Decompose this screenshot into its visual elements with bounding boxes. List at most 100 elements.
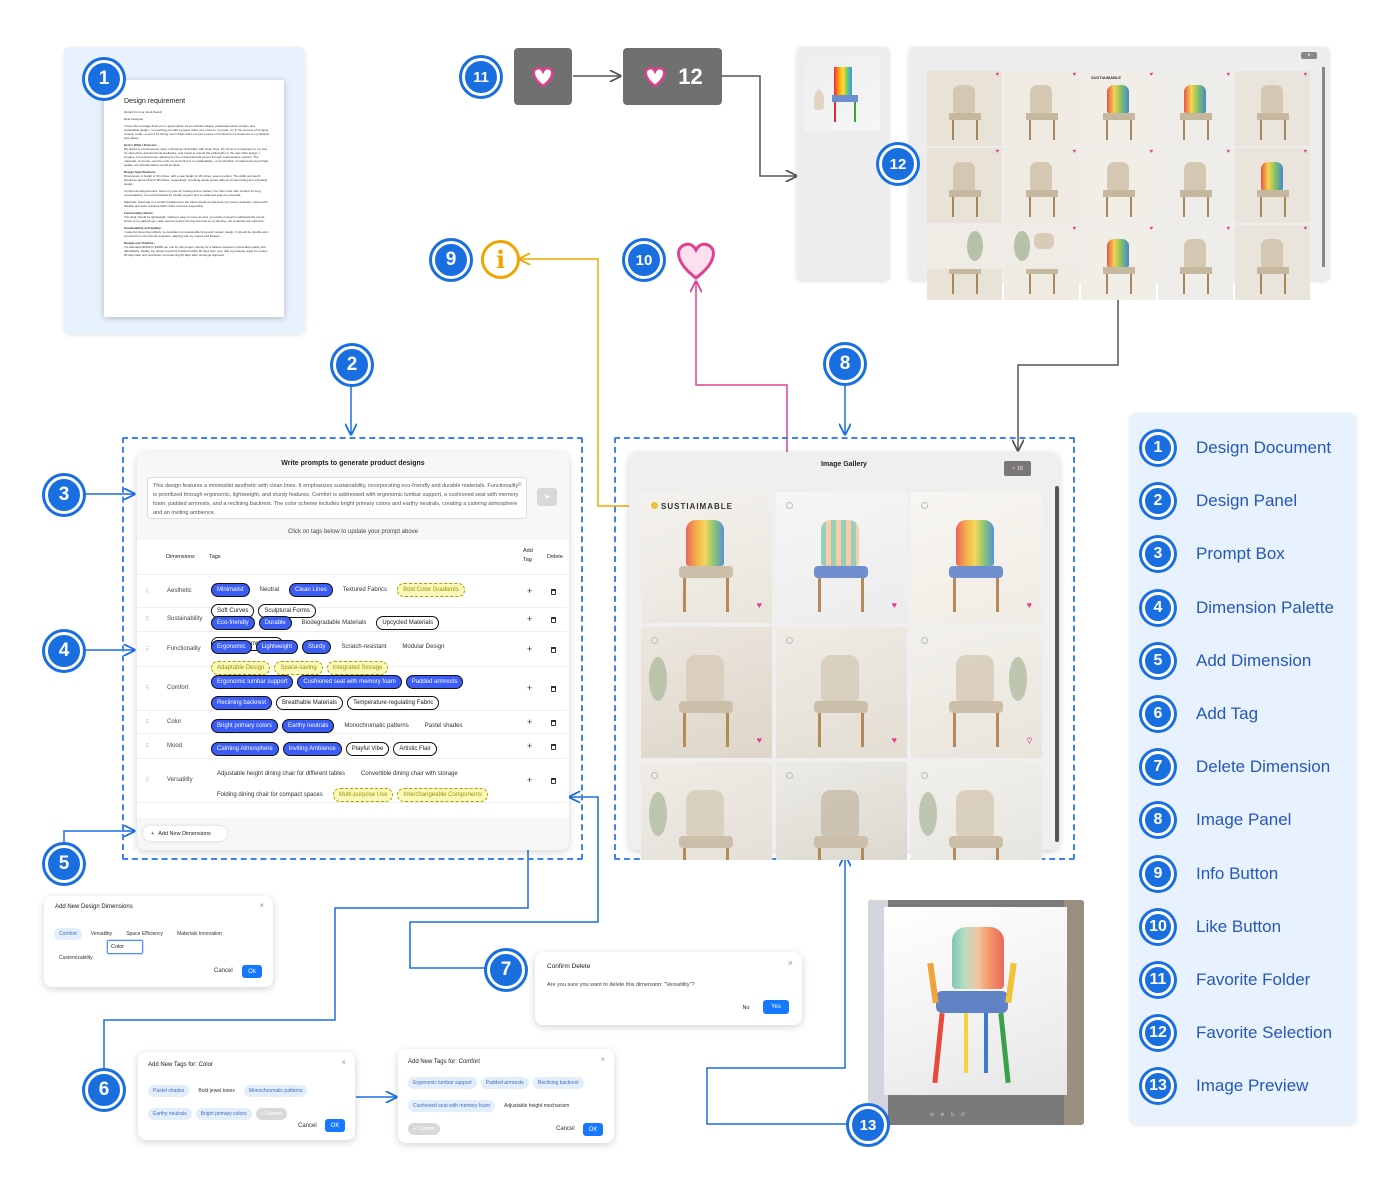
drag-handle-icon[interactable]: ⠿: [145, 743, 150, 750]
ok-button[interactable]: Ok: [242, 965, 262, 978]
preview-toolbar[interactable]: ⊖⊕↻↺: [930, 1112, 971, 1118]
send-button[interactable]: ➤: [537, 488, 557, 506]
like-heart-icon[interactable]: ♥: [1226, 226, 1230, 232]
add-tag-button[interactable]: +: [527, 614, 533, 624]
dimension-tag[interactable]: Temperature-regulating Fabric: [347, 696, 440, 710]
favorite-image[interactable]: ♥: [927, 148, 1002, 223]
drag-handle-icon[interactable]: ⠿: [145, 617, 150, 623]
add-tag-button[interactable]: +: [527, 643, 533, 654]
tag-suggestion[interactable]: + Custom: [408, 1123, 440, 1135]
drag-handle-icon[interactable]: ⠿: [145, 778, 150, 784]
gallery-image[interactable]: [776, 762, 907, 860]
select-circle-icon[interactable]: [786, 637, 793, 644]
favorite-image[interactable]: ♥: [1235, 225, 1310, 300]
dimension-tag[interactable]: Playful Vibe: [345, 742, 390, 756]
select-circle-icon[interactable]: [921, 637, 928, 644]
select-circle-icon[interactable]: [651, 772, 658, 779]
dimension-tag[interactable]: Eco-friendly: [211, 616, 255, 630]
dimension-tag[interactable]: Bold Color Gradients: [397, 583, 465, 597]
gallery-image[interactable]: ♥: [776, 492, 907, 623]
dimension-tag[interactable]: Modular Design: [402, 644, 445, 650]
no-button[interactable]: No: [742, 1004, 750, 1011]
delete-dimension-icon[interactable]: [551, 617, 556, 623]
dimension-tag[interactable]: Integrated Storage: [326, 661, 389, 675]
select-circle-icon[interactable]: [921, 772, 928, 779]
like-heart-icon[interactable]: ♥: [1072, 149, 1076, 155]
select-circle-icon[interactable]: [786, 772, 793, 779]
favorite-image[interactable]: ♥: [1081, 225, 1156, 300]
gallery-image[interactable]: ♥: [641, 627, 772, 758]
dimension-suggestion-tag[interactable]: Comfort: [54, 928, 82, 940]
delete-dimension-icon[interactable]: [551, 778, 556, 784]
like-heart-icon[interactable]: ♥: [891, 600, 897, 610]
dimension-input[interactable]: Color: [107, 940, 143, 954]
like-heart-icon[interactable]: ♥: [1072, 72, 1076, 78]
dimension-tag[interactable]: Biodegradable Materials: [301, 620, 367, 626]
cancel-button[interactable]: Cancel: [298, 1123, 317, 1129]
dimension-tag[interactable]: Bright primary colors: [211, 719, 279, 733]
favorite-scrollbar[interactable]: [1322, 67, 1325, 267]
yes-button[interactable]: Yes: [763, 1000, 789, 1014]
gallery-image[interactable]: [911, 762, 1042, 860]
gallery-scrollbar[interactable]: [1055, 486, 1059, 842]
tag-suggestion[interactable]: Bold jewel tones: [198, 1088, 235, 1094]
preview-image[interactable]: [884, 907, 1067, 1095]
gallery-image[interactable]: ♥: [911, 492, 1042, 623]
favorite-image[interactable]: ♥: [1158, 71, 1233, 146]
dimension-tag[interactable]: Multi-purpose Use: [332, 788, 394, 802]
cancel-button[interactable]: Cancel: [556, 1126, 575, 1132]
tag-suggestion[interactable]: Reclining backrest: [532, 1077, 584, 1089]
dimension-tag[interactable]: Padded armrests: [405, 675, 464, 689]
dimension-tag[interactable]: Ergonomic: [211, 640, 252, 654]
delete-dimension-icon[interactable]: [551, 686, 556, 692]
drag-handle-icon[interactable]: ⠿: [145, 646, 150, 653]
dimension-suggestion-tag[interactable]: Customizability: [59, 955, 93, 961]
ok-button[interactable]: OK: [325, 1119, 345, 1132]
add-tag-button[interactable]: +: [527, 716, 533, 727]
gallery-image[interactable]: ♥: [776, 627, 907, 758]
like-heart-icon[interactable]: ♥: [1149, 149, 1153, 155]
favorite-count-button[interactable]: 12: [623, 48, 722, 105]
tag-suggestion[interactable]: Pastel shades: [148, 1085, 190, 1097]
delete-dimension-icon[interactable]: [551, 588, 556, 595]
close-icon[interactable]: ×: [600, 1055, 605, 1064]
delete-dimension-icon[interactable]: [551, 719, 556, 726]
prompt-box[interactable]: This design features a minimalist aesthe…: [147, 477, 527, 519]
tag-suggestion[interactable]: Bright primary colors: [195, 1108, 252, 1120]
tag-suggestion[interactable]: Monochromatic patterns: [243, 1085, 308, 1097]
dimension-tag[interactable]: Artistic Flair: [393, 742, 437, 756]
dimension-tag[interactable]: Folding dining chair for compact spaces: [217, 792, 323, 798]
like-heart-icon[interactable]: ♥: [891, 735, 897, 745]
add-tag-button[interactable]: +: [527, 740, 533, 751]
design-document-page[interactable]: Design requirement (Email from our clien…: [104, 80, 284, 317]
like-heart-icon[interactable]: ♥: [1303, 72, 1307, 78]
dimension-tag[interactable]: Space-saving: [274, 661, 323, 675]
dimension-tag[interactable]: Neutral: [259, 587, 280, 593]
favorite-folder-button[interactable]: [514, 48, 572, 105]
close-icon[interactable]: ×: [259, 901, 264, 910]
delete-dimension-icon[interactable]: [551, 743, 556, 750]
ok-button[interactable]: OK: [583, 1123, 603, 1136]
favorite-image[interactable]: ♥: [1235, 148, 1310, 223]
cancel-button[interactable]: Cancel: [214, 968, 233, 974]
drag-handle-icon[interactable]: ⠿: [145, 686, 150, 692]
dimension-tag[interactable]: Pastel shades: [424, 723, 463, 729]
dimension-tag[interactable]: Adaptable Design: [211, 661, 271, 675]
favorite-image[interactable]: ♥: [1004, 71, 1079, 146]
favorite-selection-badge[interactable]: ♥: [1301, 52, 1317, 59]
dimension-tag[interactable]: Breathable Materials: [276, 696, 344, 710]
tag-suggestion[interactable]: Earthy neutrals: [148, 1108, 192, 1120]
gallery-image[interactable]: SUSTIAIMABLE♥: [641, 492, 772, 623]
add-tag-button[interactable]: +: [527, 775, 533, 785]
dimension-suggestion-tag[interactable]: Space Efficiency: [126, 931, 164, 937]
like-heart-icon[interactable]: ♥: [1303, 149, 1307, 155]
dimension-tag[interactable]: Minimalist: [211, 583, 250, 597]
close-icon[interactable]: ×: [341, 1058, 346, 1067]
like-heart-icon[interactable]: ♥: [1149, 72, 1153, 78]
select-circle-icon[interactable]: [651, 637, 658, 644]
gallery-image[interactable]: [641, 762, 772, 860]
dimension-tag[interactable]: Durable: [258, 616, 292, 630]
dimension-tag[interactable]: Reclining backrest: [211, 696, 273, 710]
dimension-tag[interactable]: Adjustable height dining chair for diffe…: [217, 771, 345, 777]
favorite-image[interactable]: ♥: [1158, 225, 1233, 300]
